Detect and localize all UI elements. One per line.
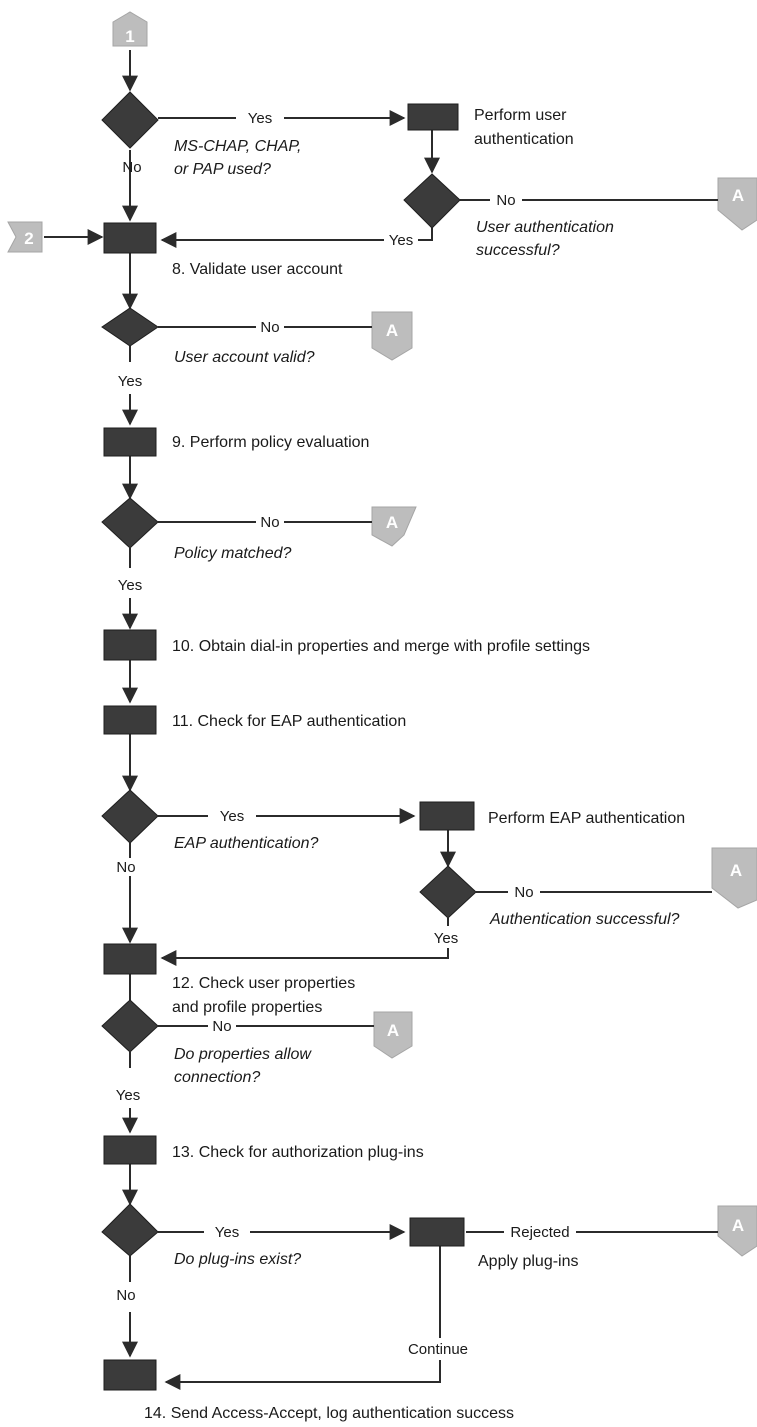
step-eap-auth-box	[419, 801, 475, 831]
edge-label-no: No	[116, 1287, 135, 1304]
edge-label-rejected: Rejected	[510, 1224, 569, 1241]
edge-label-no: No	[116, 859, 135, 876]
decision-plugins-exist	[101, 1203, 159, 1257]
step-apply-plugins-box	[409, 1217, 465, 1247]
edge-label-no: No	[260, 514, 279, 531]
edge-label-yes: Yes	[389, 232, 413, 249]
svg-text:1: 1	[125, 27, 134, 46]
reject-connector: A	[371, 506, 417, 547]
step-label: Apply plug-ins	[478, 1253, 579, 1270]
entry-connector: 2	[7, 221, 43, 253]
step-label: 8. Validate user account	[172, 261, 343, 278]
edge-label-no: No	[260, 319, 279, 336]
edge-label-yes: Yes	[220, 808, 244, 825]
decision-auth-protocol	[101, 91, 159, 149]
edge-label-yes: Yes	[434, 930, 458, 947]
decision-label: Do properties allow	[174, 1046, 312, 1063]
svg-text:A: A	[386, 321, 398, 340]
reject-connector: A	[373, 1011, 413, 1059]
edge-label-no: No	[212, 1018, 231, 1035]
step-9-box	[103, 427, 157, 457]
step-label: 14. Send Access-Accept, log authenticati…	[144, 1405, 514, 1422]
step-label: Perform EAP authentication	[488, 810, 685, 827]
step-14-box	[103, 1359, 157, 1391]
decision-label: or PAP used?	[174, 161, 271, 178]
decision-label: successful?	[476, 242, 560, 259]
reject-connector: A	[717, 1205, 757, 1257]
decision-user-auth-success	[403, 173, 461, 229]
edge-label-yes: Yes	[215, 1224, 239, 1241]
decision-label: Authentication successful?	[489, 911, 680, 928]
step-12-box	[103, 943, 157, 975]
step-label: 10. Obtain dial-in properties and merge …	[172, 638, 590, 655]
reject-connector: A	[717, 177, 757, 231]
step-label: Perform user	[474, 107, 567, 124]
decision-eap-success	[419, 865, 477, 919]
reject-connector: A	[711, 847, 757, 909]
step-label: 11. Check for EAP authentication	[172, 713, 406, 730]
decision-label: Policy matched?	[174, 545, 291, 562]
decision-eap	[101, 789, 159, 844]
step-11-box	[103, 705, 157, 735]
edge-label-yes: Yes	[116, 1087, 140, 1104]
edge-label-yes: Yes	[118, 577, 142, 594]
step-label: 12. Check user properties	[172, 975, 355, 992]
step-13-box	[103, 1135, 157, 1165]
step-perform-user-auth	[407, 103, 459, 131]
reject-connector: A	[371, 311, 413, 361]
step-label: 13. Check for authorization plug-ins	[172, 1144, 424, 1161]
svg-text:2: 2	[24, 229, 33, 248]
step-8-box	[103, 222, 157, 254]
edge-label-no: No	[496, 192, 515, 209]
start-connector: 1	[112, 11, 148, 47]
edge-label-yes: Yes	[248, 110, 272, 127]
decision-label: connection?	[174, 1069, 260, 1086]
edge-label-yes: Yes	[118, 373, 142, 390]
edge-label-no: No	[122, 159, 141, 176]
svg-text:A: A	[730, 861, 742, 880]
step-label: authentication	[474, 131, 574, 148]
svg-text:A: A	[732, 186, 744, 205]
decision-policy-matched	[101, 497, 159, 549]
decision-label: EAP authentication?	[174, 835, 319, 852]
edge-label-no: No	[514, 884, 533, 901]
step-label: 9. Perform policy evaluation	[172, 434, 369, 451]
decision-properties-allow	[101, 999, 159, 1053]
decision-label: MS-CHAP, CHAP,	[174, 138, 301, 155]
decision-label: Do plug-ins exist?	[174, 1251, 301, 1268]
step-10-box	[103, 629, 157, 661]
svg-text:A: A	[386, 513, 398, 532]
edge-label-continue: Continue	[408, 1341, 468, 1358]
svg-text:A: A	[732, 1216, 744, 1235]
decision-label: User authentication	[476, 219, 614, 236]
svg-text:A: A	[387, 1021, 399, 1040]
decision-label: User account valid?	[174, 349, 315, 366]
step-label: and profile properties	[172, 999, 322, 1016]
decision-account-valid	[101, 307, 159, 347]
